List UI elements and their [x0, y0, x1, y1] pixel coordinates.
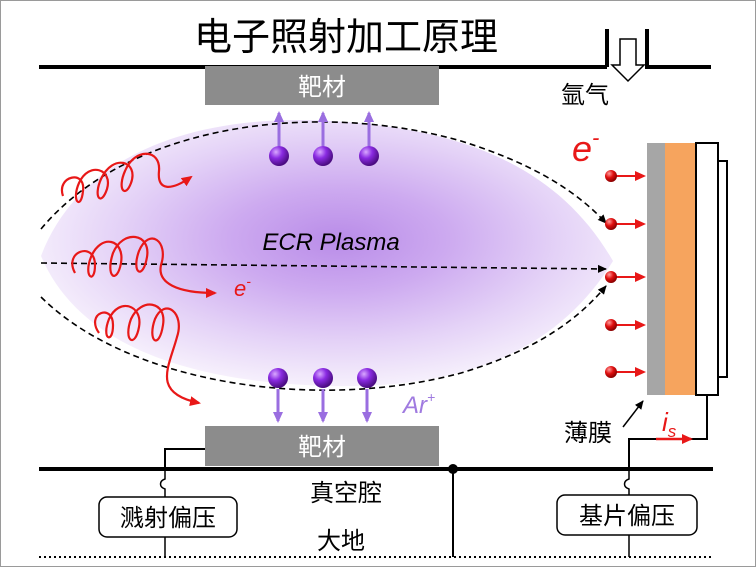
- ground-label: 大地: [317, 527, 365, 555]
- bias-wires: [159, 469, 630, 557]
- field-lines: [40, 121, 607, 391]
- target-bottom-label: 靶材: [298, 433, 346, 461]
- electron-label-plasma: e-: [234, 273, 251, 301]
- target-bottom: [205, 426, 439, 466]
- plasma-cloud: [41, 119, 613, 387]
- argon-gas-label: 氩气: [561, 81, 609, 109]
- sputter-particles-top: [269, 111, 379, 166]
- gas-inlet-arrow: [610, 38, 646, 83]
- film-pointer: [622, 400, 644, 428]
- electron-beam: [605, 170, 646, 378]
- target-top-label: 靶材: [298, 73, 346, 101]
- argon-ion-label: Ar+: [401, 389, 435, 419]
- sputter-bias-label: 溅射偏压: [120, 504, 216, 532]
- substrate: [647, 142, 728, 396]
- sputter-bias-box: [98, 496, 238, 538]
- electron-label-substrate: e-: [572, 125, 599, 169]
- target-top: [205, 66, 439, 105]
- sputter-wiring: [164, 448, 205, 469]
- plasma-label: ECR Plasma: [262, 229, 399, 256]
- film-label: 薄膜: [564, 419, 612, 447]
- current-label: is: [662, 407, 677, 441]
- electron-spirals: [60, 152, 217, 407]
- substrate-bias-box: [556, 494, 698, 536]
- vacuum-chamber-label: 真空腔: [310, 479, 382, 507]
- sputter-particles-bottom: [268, 368, 377, 423]
- diagram-title: 电子照射加工原理: [194, 15, 498, 59]
- substrate-bias-label: 基片偏压: [579, 502, 675, 530]
